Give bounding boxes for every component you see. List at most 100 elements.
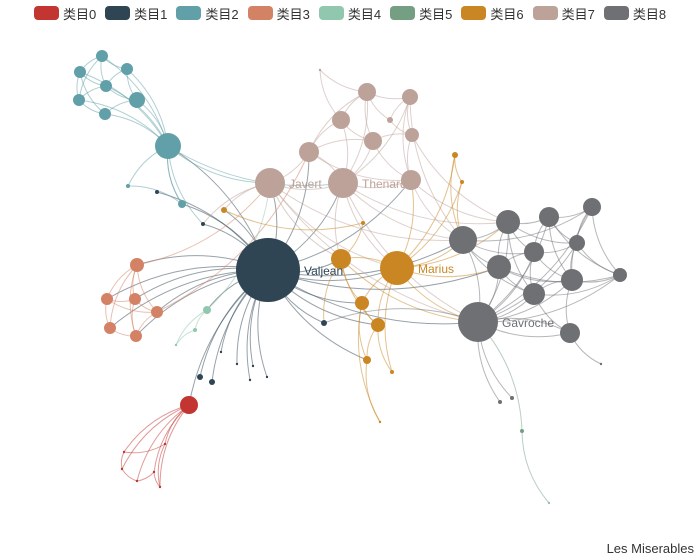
node-label: Valjean [304,264,343,278]
graph-node [487,255,511,279]
node-gavroche [458,302,498,342]
legend-label: 类目1 [134,6,168,22]
graph-node [251,364,255,368]
graph-node [363,356,371,364]
graph-node [180,396,198,414]
graph-edge [342,182,464,241]
graph-node [120,467,124,471]
legend-label: 类目5 [419,6,453,22]
graph-node [449,226,477,254]
legend-item-4[interactable]: 类目4 [318,4,382,23]
legend-swatch [176,6,202,20]
graph-node [364,132,382,150]
graph-node [613,268,627,282]
graph-node [130,258,144,272]
legend-item-8[interactable]: 类目8 [603,4,666,23]
legend-swatch [33,6,59,20]
graph-node [100,80,112,92]
graph-node [155,190,159,194]
graph-node [321,320,327,326]
graph-node [569,235,585,251]
legend-swatch [390,6,416,20]
legend-swatch [318,6,344,20]
legend-swatch [461,6,487,20]
graph-edge [167,145,271,184]
graph-node [203,306,211,314]
graph-node [524,242,544,262]
graph-node [135,479,139,483]
graph-node [121,63,133,75]
graph-edge [121,468,138,482]
graph-node [122,450,126,454]
graph-edge [223,209,364,231]
graph-edge [175,329,196,346]
graph-node [523,283,545,305]
legend-item-7[interactable]: 类目7 [532,4,595,23]
graph-node [583,198,601,216]
graph-edge [78,55,103,101]
graph-node [235,362,239,366]
graph-node [201,222,205,226]
graph-edge [120,451,125,470]
graph-node [387,117,393,123]
graph-edge [411,134,509,223]
graph-node [498,400,502,404]
graph-edge [136,182,271,266]
legend-item-2[interactable]: 类目2 [176,4,239,23]
graph-edge [365,359,381,423]
graph-node [510,396,514,400]
graph-node [599,362,603,366]
legend-swatch [105,6,131,20]
graph-edge [308,151,412,181]
graph-node [197,374,203,380]
legend-swatch [603,6,629,20]
graph-node [332,111,350,129]
graph-edge [269,182,464,242]
graph-node [193,328,197,332]
graph-node [126,184,130,188]
graph-node [378,420,382,424]
graph-node [129,92,145,108]
graph-node [560,323,580,343]
legend-item-0[interactable]: 类目0 [33,4,97,23]
nodes-layer [73,50,627,505]
graph-node [73,94,85,106]
legend-label: 类目6 [490,6,524,22]
graph-node [155,133,181,159]
graph-edge [157,443,166,488]
node-marius [380,251,414,285]
graph-node [358,83,376,101]
graph-node [496,210,520,234]
graph-edge [521,430,550,504]
node-label: Gavroche [502,316,554,330]
graph-edge [454,154,463,183]
graph-node [561,269,583,291]
graph-edge [357,302,381,423]
graph-node [355,296,369,310]
graph-node [371,318,385,332]
graph-node [390,370,394,374]
node-label: Marius [418,262,454,276]
graph-node [547,501,551,505]
graph-node [152,470,156,474]
graph-node [401,170,421,190]
legend-item-6[interactable]: 类目6 [461,4,524,23]
legend-swatch [532,6,558,20]
graph-node [318,68,322,72]
legend-label: 类目4 [347,6,382,22]
graph-node [331,249,351,269]
legend-label: 类目0 [62,6,97,22]
graph-node [158,485,162,489]
graph-node [265,375,269,379]
legend-item-3[interactable]: 类目3 [247,4,310,23]
graph-node [539,207,559,227]
legend-item-5[interactable]: 类目5 [390,4,452,23]
graph-node [178,200,186,208]
graph-node [361,221,365,225]
graph-edge [498,266,621,283]
graph-edge [79,71,169,147]
graph-edge [462,206,593,242]
node-label: Javert [289,177,322,191]
legend-item-1[interactable]: 类目1 [105,4,167,23]
